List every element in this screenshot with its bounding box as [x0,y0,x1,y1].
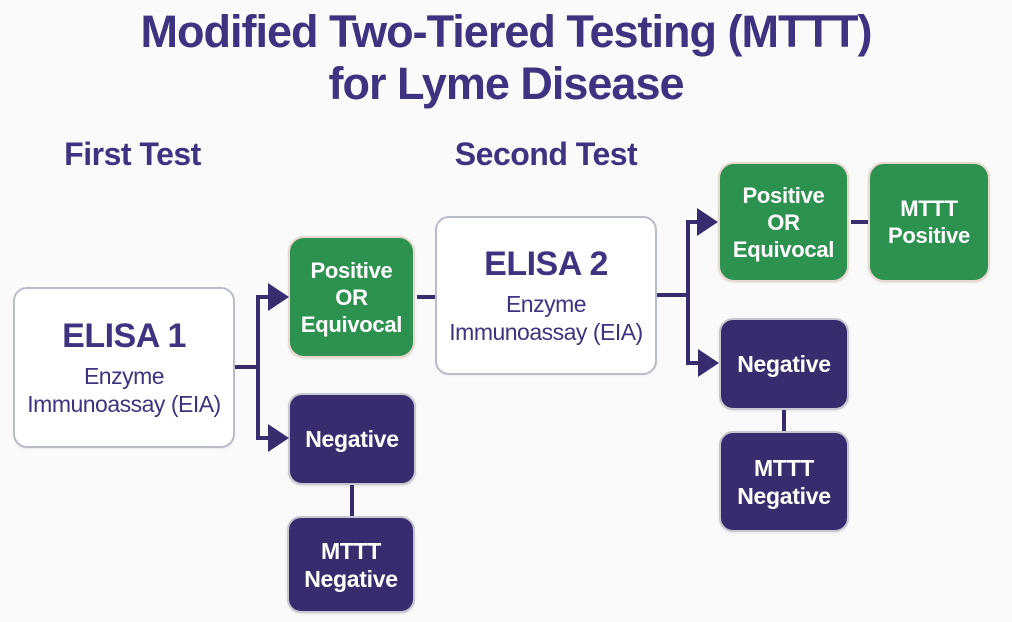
arrowhead-tier1-positive-icon [268,283,289,311]
connector-tier2-vertical [686,220,690,365]
node-tier1-negative: Negative [288,393,416,485]
connector-tier2-negative-to-mttt-negative [782,410,786,431]
connector-elisa1-out [235,365,260,369]
connector-tier2-bottom-stub [686,361,700,365]
node-elisa1-subtitle: Enzyme Immunoassay (EIA) [27,363,221,417]
node-tier2-negative: Negative [719,318,849,410]
column-header-first-test: First Test [64,136,201,172]
column-header-second-test: Second Test [454,136,638,172]
arrowhead-tier2-negative-icon [698,349,719,377]
connector-elisa2-out [657,293,690,297]
page-title-line2: for Lyme Disease [328,58,684,109]
connector-tier1-vertical [256,295,260,440]
connector-tier2-top-stub [686,220,700,224]
arrowhead-tier2-positive-icon [697,208,718,236]
connector-tier2-positive-to-mttt-positive [851,220,868,224]
node-tier2-mttt-negative: MTTT Negative [719,431,849,532]
page-title-line1: Modified Two-Tiered Testing (MTTT) [140,6,873,57]
node-elisa1-title: ELISA 1 [62,317,186,355]
page-title: Modified Two-Tiered Testing (MTTT) for L… [0,6,1012,110]
connector-tier1-top-stub [256,295,272,299]
node-elisa2-subtitle: Enzyme Immunoassay (EIA) [449,291,643,345]
node-elisa2-title: ELISA 2 [484,245,608,283]
node-elisa2: ELISA 2 Enzyme Immunoassay (EIA) [435,216,657,375]
node-elisa1: ELISA 1 Enzyme Immunoassay (EIA) [13,287,235,448]
connector-tier1-negative-to-mttt-negative [350,485,354,516]
arrowhead-tier1-negative-icon [268,424,289,452]
connector-tier1-positive-to-elisa2 [417,295,435,299]
node-mttt-positive: MTTT Positive [868,162,990,282]
node-tier1-mttt-negative: MTTT Negative [287,516,415,613]
node-tier1-positive-or-equivocal: Positive OR Equivocal [288,236,415,358]
node-tier2-positive-or-equivocal: Positive OR Equivocal [718,162,849,282]
connector-tier1-bottom-stub [256,436,272,440]
